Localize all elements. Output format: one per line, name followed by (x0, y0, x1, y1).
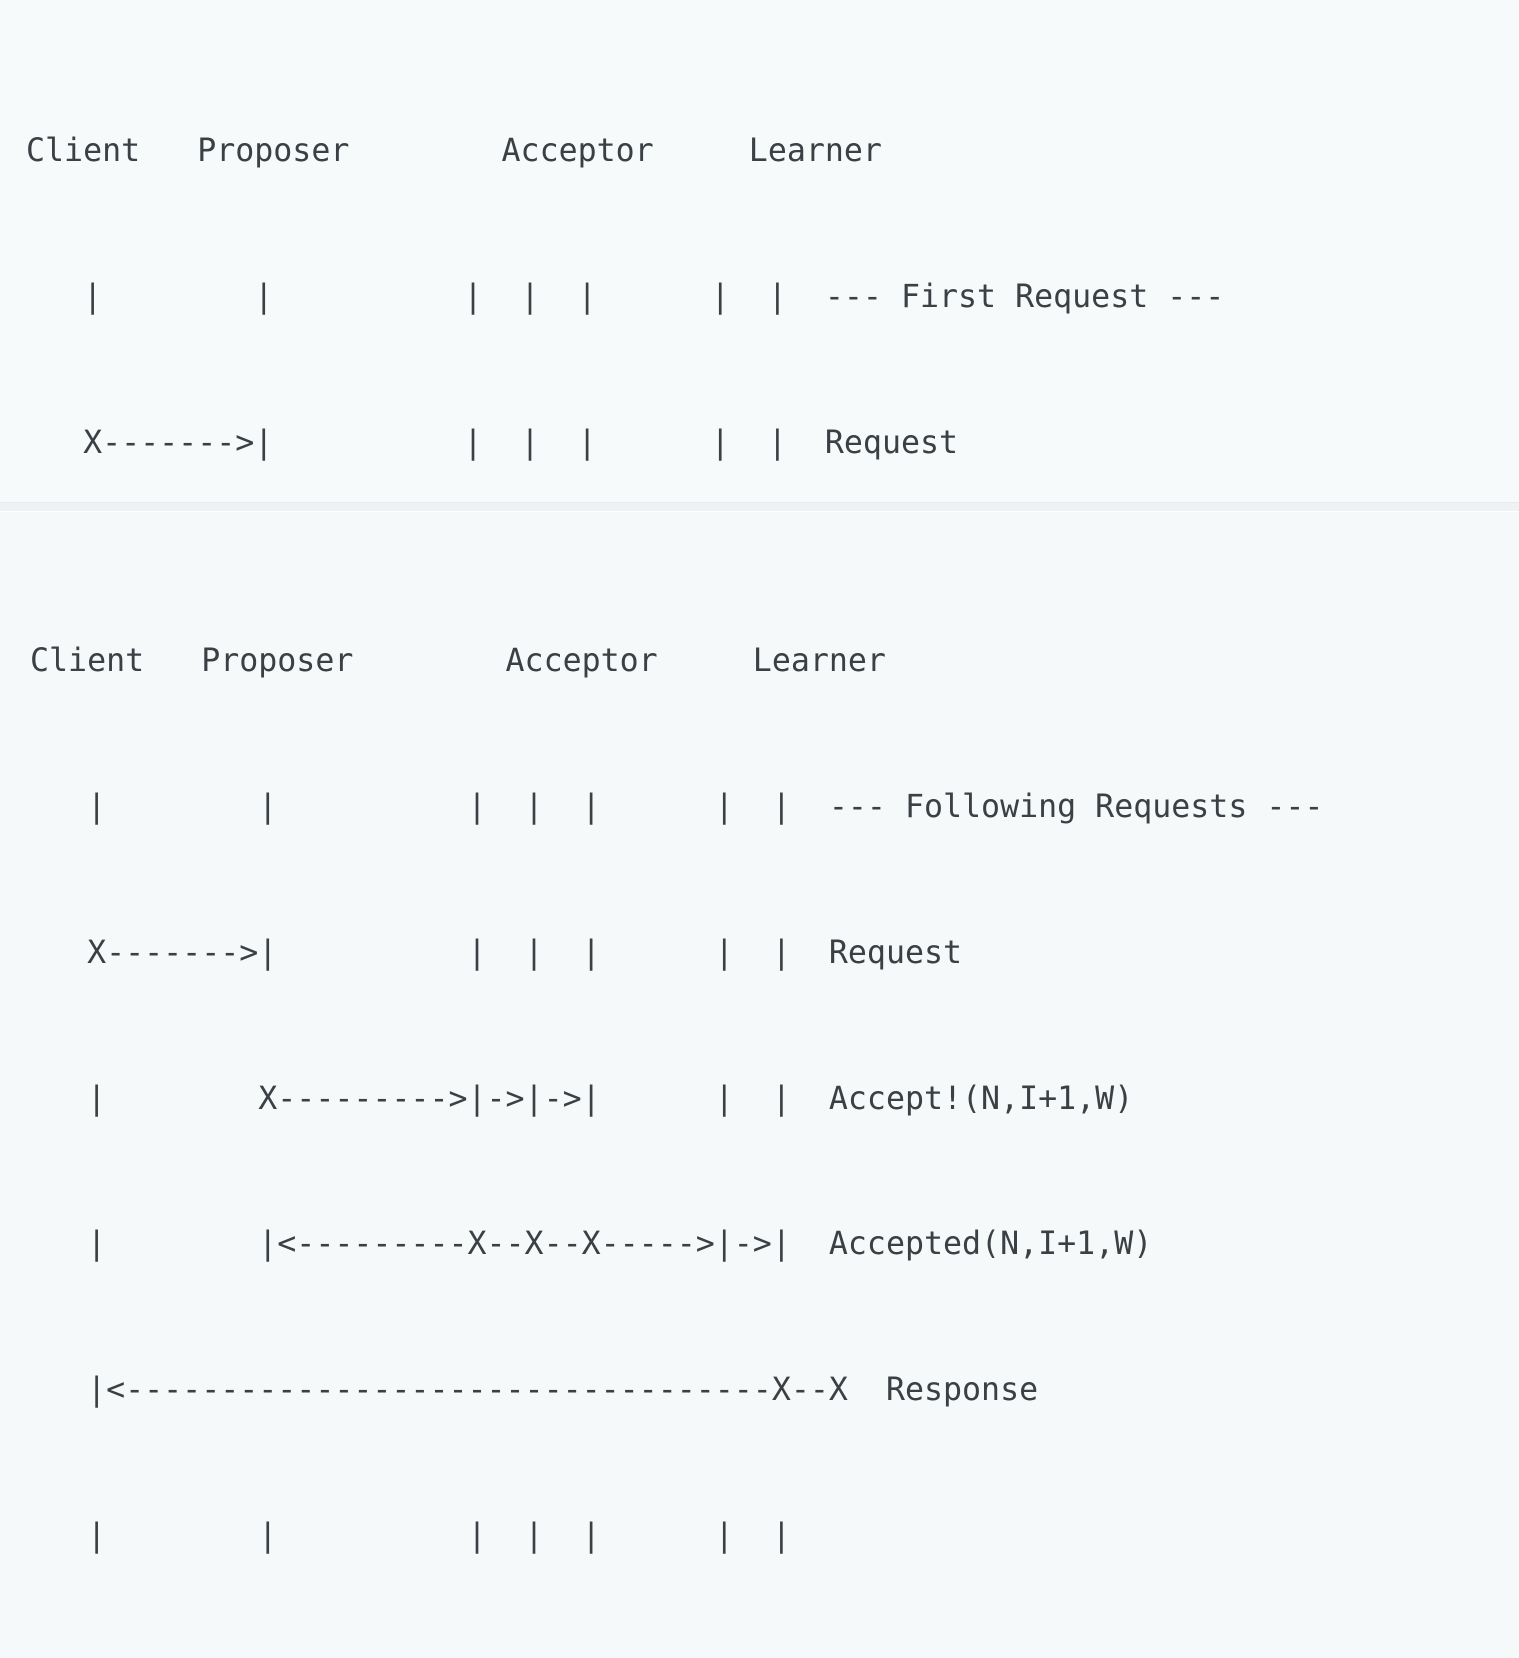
column-headers-first: Client Proposer Acceptor Learner (26, 133, 882, 170)
lifeline-row-following-0: | | | | | | | --- Following Requests --- (30, 788, 1324, 825)
column-headers-following: Client Proposer Acceptor Learner (30, 643, 886, 680)
first-request-block: Client Proposer Acceptor Learner | | | |… (0, 0, 1519, 1335)
message-row-request-2: X------->| | | | | | Request (30, 934, 963, 971)
message-row-request: X------->| | | | | | Request (26, 424, 959, 461)
lifeline-row-following-end: | | | | | | | (30, 1517, 791, 1554)
block-divider (0, 502, 1519, 512)
message-row-accepted-2: | |<---------X--X--X----->|->| Accepted(… (30, 1226, 1153, 1263)
paxos-diagram-page: Client Proposer Acceptor Learner | | | |… (0, 0, 1519, 1554)
following-requests-block: Client Proposer Acceptor Learner | | | |… (0, 512, 1519, 1658)
message-row-accept-2: | X--------->|->|->| | | Accept!(N,I+1,W… (30, 1080, 1134, 1117)
message-row-response-2: |<----------------------------------X--X… (30, 1372, 1039, 1409)
lifeline-row-first-0: | | | | | | | --- First Request --- (26, 278, 1225, 315)
